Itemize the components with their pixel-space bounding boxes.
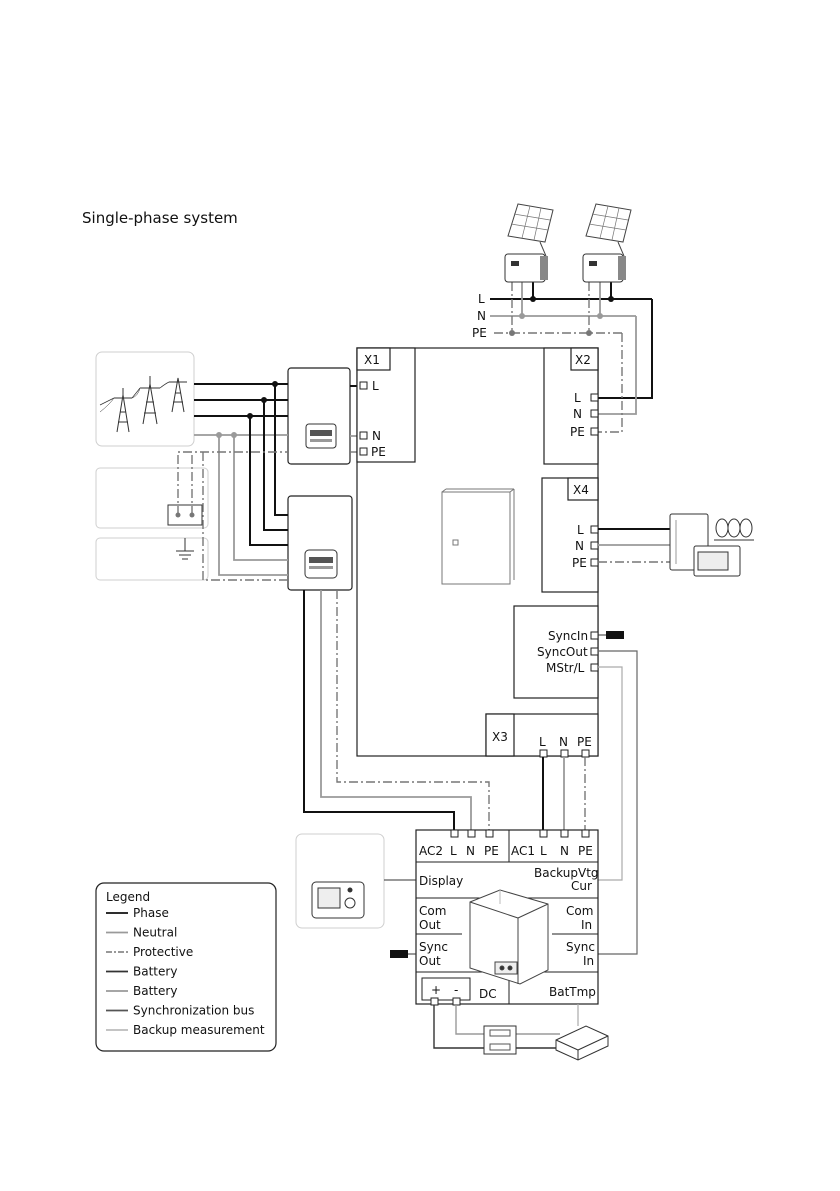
ac2-n-label: N xyxy=(466,844,475,858)
x1-pe-label: PE xyxy=(371,445,386,459)
sync-in-label: SyncIn xyxy=(548,629,588,643)
ac2-pe-label: PE xyxy=(484,844,499,858)
legend-item-label-4: Battery xyxy=(133,984,177,998)
battery-inverter-icon xyxy=(470,890,548,984)
x4-title: X4 xyxy=(573,483,589,497)
x1-n-label: N xyxy=(372,429,381,443)
terminal-x1: X1 L N PE xyxy=(357,348,415,462)
x2-n-label: N xyxy=(573,407,582,421)
pv-bus-l-label: L xyxy=(478,292,485,306)
sync-out-port-label-1: Sync xyxy=(419,940,448,954)
dc-minus-label: - xyxy=(454,983,458,997)
pv-inverter-icon-1 xyxy=(505,254,548,282)
pv-array-2 xyxy=(583,204,631,282)
x1-l-label: L xyxy=(372,379,379,393)
sync-out-terminator-icon xyxy=(390,950,408,958)
terminal-x2: X2 L N PE xyxy=(544,348,598,464)
battery-inverter: AC2 L N PE AC1 L N PE Display BackupVtg … xyxy=(416,830,599,1005)
legend-item-label-6: Backup measurement xyxy=(133,1023,265,1037)
ac1-pe-label: PE xyxy=(578,844,593,858)
legend-title: Legend xyxy=(106,890,150,904)
x4-l-label: L xyxy=(577,523,584,537)
backup-vtg-label: BackupVtg xyxy=(534,866,599,880)
x3-title: X3 xyxy=(492,730,508,744)
pv-bus-n-label: N xyxy=(477,309,486,323)
battery-fuse-icon xyxy=(484,1026,516,1054)
battmp-label: BatTmp xyxy=(549,985,596,999)
backup-cur-label: Cur xyxy=(571,879,592,893)
terminal-x4: X4 L N PE xyxy=(542,478,670,592)
pv-array-1 xyxy=(505,204,553,282)
sync-terminator-icon xyxy=(606,631,624,639)
display-unit-icon xyxy=(312,882,364,918)
legend-item-label-3: Battery xyxy=(133,965,177,979)
ac1-label: AC1 xyxy=(511,844,535,858)
terminal-x3: X3 L N PE xyxy=(486,714,598,830)
grounding-panel xyxy=(96,468,208,580)
sync-in-port-label-2: In xyxy=(583,954,594,968)
energy-meter-icon xyxy=(306,424,336,448)
com-in-label-2: In xyxy=(581,918,592,932)
grid-meter-box-2 xyxy=(288,496,352,590)
sync-out-port-label-2: Out xyxy=(419,954,441,968)
energy-meter-icon xyxy=(305,550,337,578)
ac2-label: AC2 xyxy=(419,844,443,858)
distribution-cabinet-icon xyxy=(442,489,514,584)
display-port-label: Display xyxy=(419,874,463,888)
x4-pe-label: PE xyxy=(572,556,587,570)
x3-l-label: L xyxy=(539,735,546,749)
com-in-label-1: Com xyxy=(566,904,593,918)
solar-panel-icon xyxy=(586,204,631,256)
x1-title: X1 xyxy=(364,353,380,367)
x3-pe-label: PE xyxy=(577,735,592,749)
pv-bus-pe-label: PE xyxy=(472,326,487,340)
x2-pe-label: PE xyxy=(570,425,585,439)
com-out-label-1: Com xyxy=(419,904,446,918)
x2-l-label: L xyxy=(574,391,581,405)
legend: Legend PhaseNeutralProtectiveBatteryBatt… xyxy=(96,883,276,1051)
com-out-label-2: Out xyxy=(419,918,441,932)
mstr-label: MStr/L xyxy=(546,661,585,675)
grid-meter-box-1 xyxy=(288,368,350,464)
x4-n-label: N xyxy=(575,539,584,553)
battery-wiring xyxy=(434,1004,608,1060)
dc-label: DC xyxy=(479,987,497,1001)
battery-icon xyxy=(556,1026,608,1060)
ac1-n-label: N xyxy=(560,844,569,858)
household-appliances-icon xyxy=(670,514,754,576)
pv-inverter-icon-2 xyxy=(583,254,626,282)
sync-out-label: SyncOut xyxy=(537,645,588,659)
sync-in-port-label-1: Sync xyxy=(566,940,595,954)
legend-item-label-5: Synchronization bus xyxy=(133,1004,254,1018)
ac2-l-label: L xyxy=(450,844,457,858)
display-unit xyxy=(296,834,416,928)
dc-plus-label: + xyxy=(431,983,441,997)
ac1-l-label: L xyxy=(540,844,547,858)
x2-title: X2 xyxy=(575,353,591,367)
utility-grid xyxy=(96,352,194,446)
solar-panel-icon xyxy=(508,204,553,256)
legend-item-label-2: Protective xyxy=(133,945,193,959)
x3-n-label: N xyxy=(559,735,568,749)
legend-item-label-0: Phase xyxy=(133,906,169,920)
legend-item-label-1: Neutral xyxy=(133,926,177,940)
